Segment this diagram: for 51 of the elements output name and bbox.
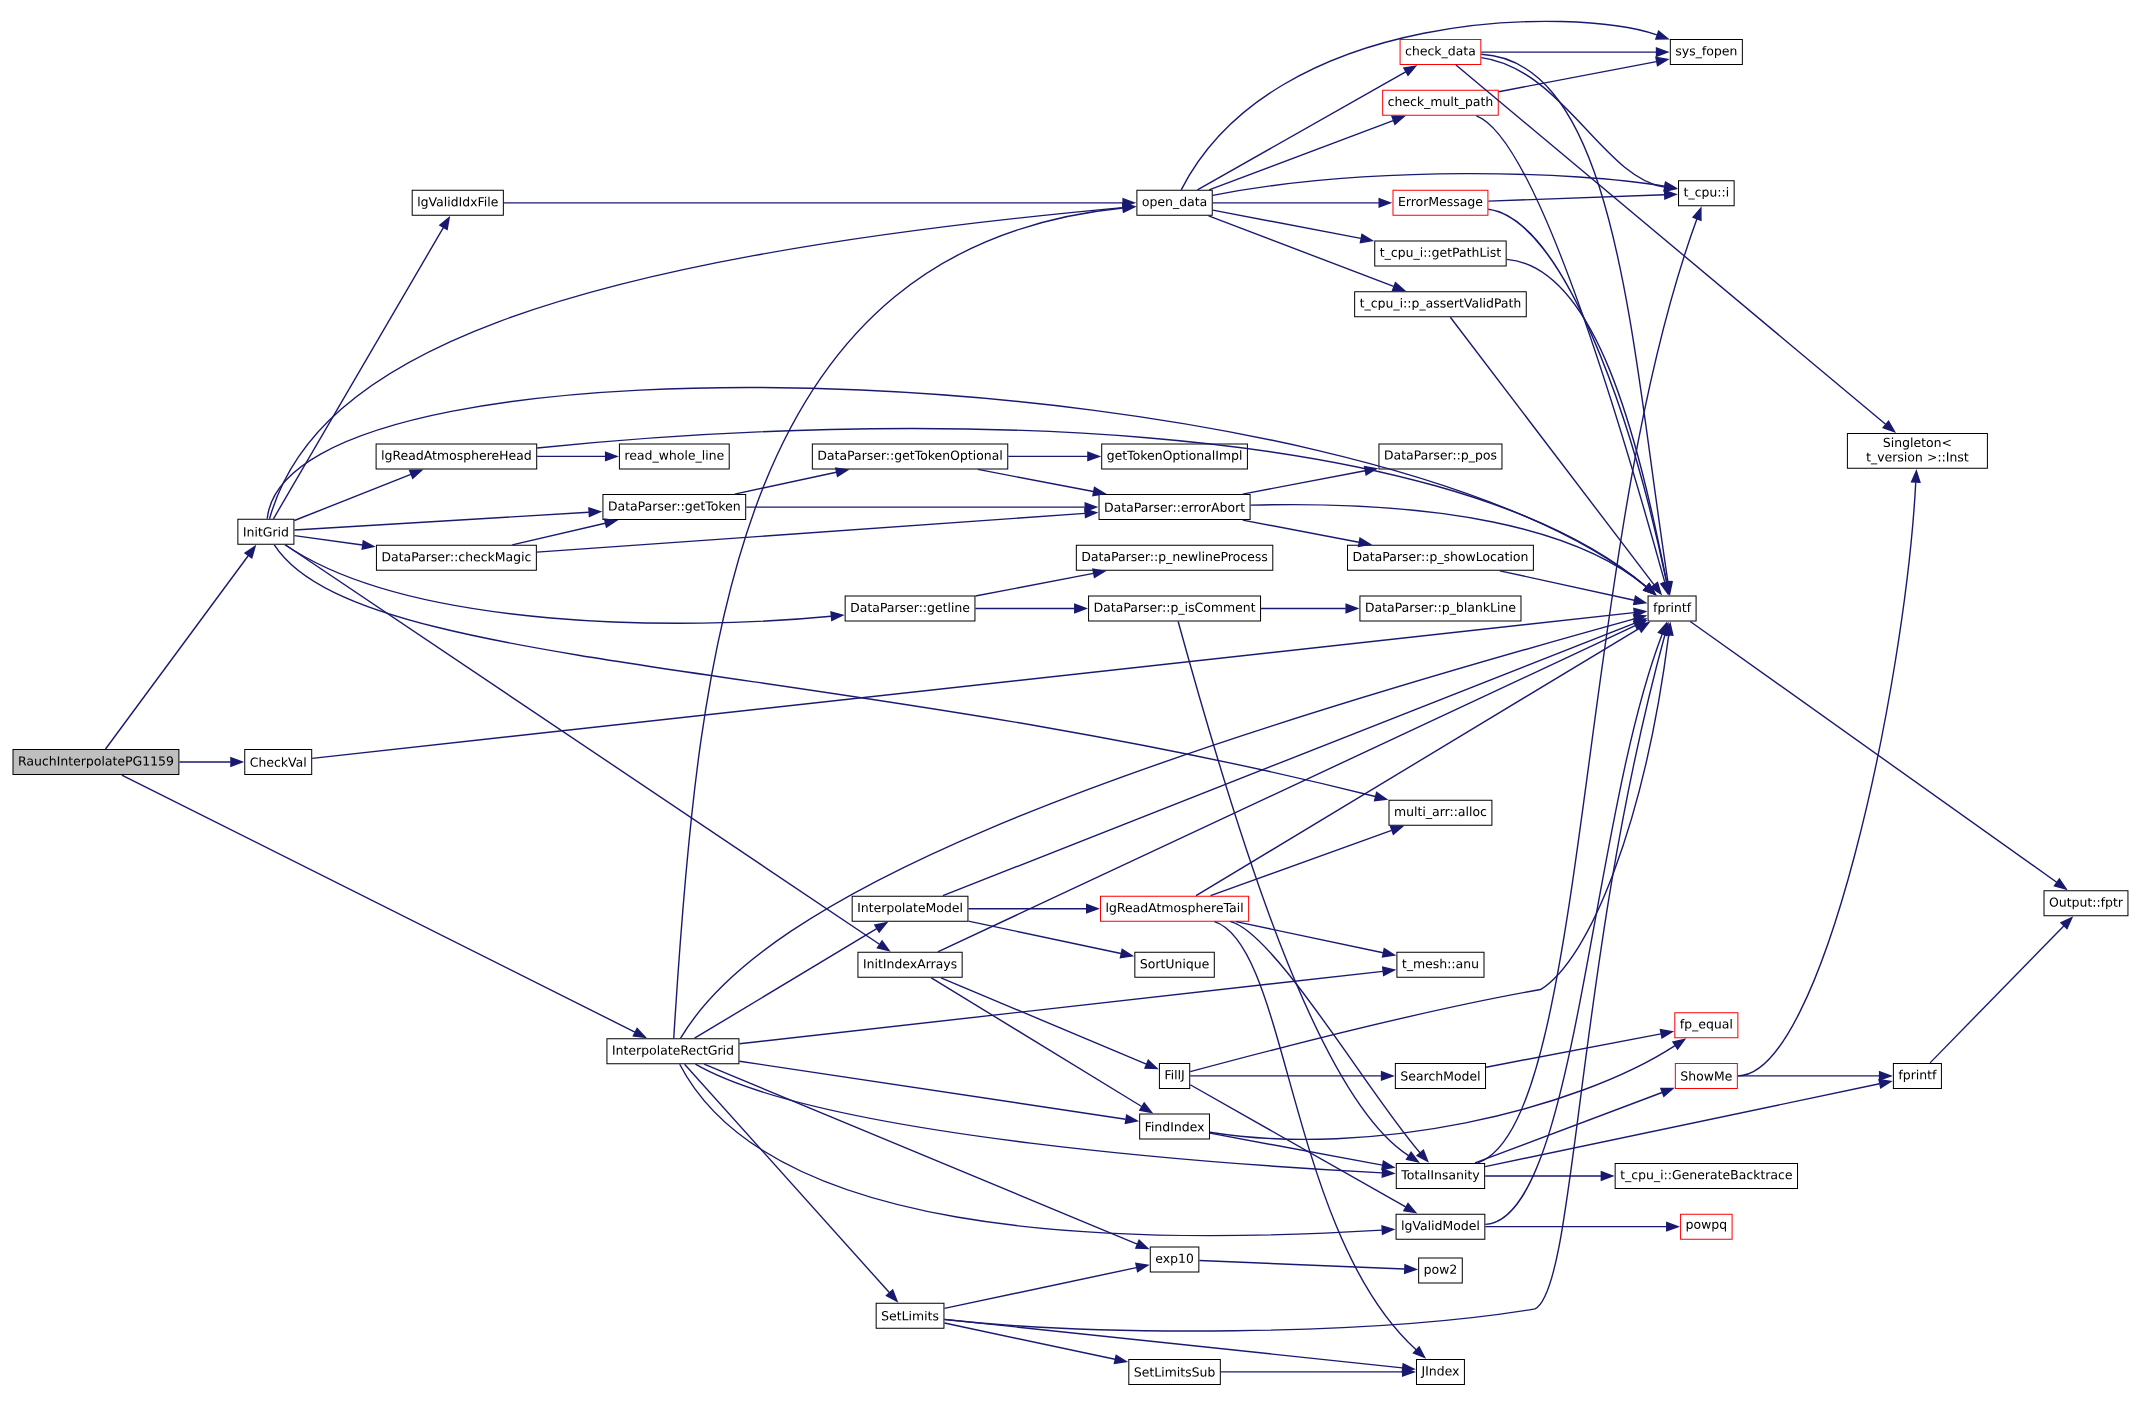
function-box: powpq — [1680, 1213, 1733, 1240]
function-box: open_data — [1136, 189, 1213, 216]
function-box: fp_equal — [1674, 1012, 1739, 1038]
function-box: SortUnique — [1134, 951, 1215, 978]
function-box: getTokenOptionalImpl — [1101, 443, 1248, 470]
function-box: check_mult_path — [1382, 89, 1499, 116]
function-box: read_whole_line — [618, 443, 730, 470]
function-box: ShowMe — [1674, 1062, 1738, 1089]
function-box: t_cpu_i::p_assertValidPath — [1354, 291, 1527, 318]
function-box: multi_arr::alloc — [1388, 799, 1493, 826]
function-box: DataParser::p_blankLine — [1359, 595, 1522, 622]
function-box: FillJ — [1158, 1062, 1191, 1089]
function-box: TotalInsanity — [1395, 1162, 1486, 1189]
function-box: InterpolateRectGrid — [606, 1038, 740, 1064]
function-box: fprintf — [1892, 1062, 1942, 1089]
function-box: t_cpu_i::getPathList — [1374, 240, 1507, 267]
function-box: Singleton< t_version >::Inst — [1846, 432, 1988, 469]
function-box: t_cpu::i — [1678, 180, 1735, 207]
function-box: pow2 — [1418, 1257, 1463, 1284]
function-box: DataParser::p_pos — [1378, 443, 1503, 470]
function-box: FindIndex — [1139, 1113, 1210, 1140]
function-box: t_cpu_i::GenerateBacktrace — [1614, 1162, 1798, 1189]
function-box: JIndex — [1415, 1358, 1465, 1385]
function-box: exp10 — [1149, 1246, 1200, 1273]
function-box: ErrorMessage — [1392, 189, 1489, 216]
function-box: check_data — [1399, 38, 1482, 65]
function-box: DataParser::getline — [844, 595, 976, 622]
function-box: DataParser::getToken — [602, 493, 747, 520]
function-box: DataParser::checkMagic — [375, 544, 537, 571]
function-box: lgReadAtmosphereTail — [1100, 895, 1250, 922]
function-box: SetLimits — [875, 1302, 945, 1329]
function-box: InterpolateModel — [851, 895, 969, 922]
function-box: DataParser::p_isComment — [1088, 595, 1262, 622]
function-box: lgReadAtmosphereHead — [375, 443, 538, 470]
function-box: DataParser::p_newlineProcess — [1075, 544, 1274, 571]
function-box: CheckVal — [244, 748, 313, 775]
function-box: fprintf — [1647, 595, 1697, 622]
function-box: SearchModel — [1394, 1062, 1487, 1089]
function-box: lgValidIdxFile — [411, 189, 504, 216]
function-box: lgValidModel — [1395, 1213, 1486, 1240]
function-box: InitGrid — [237, 518, 295, 545]
function-box: RauchInterpolatePG1159 — [12, 748, 180, 775]
function-box: sys_fopen — [1669, 38, 1743, 65]
function-box: DataParser::errorAbort — [1098, 493, 1251, 520]
function-box: SetLimitsSub — [1128, 1358, 1221, 1385]
function-box: InitIndexArrays — [857, 951, 963, 978]
function-box: Output::fptr — [2043, 890, 2129, 916]
function-box: DataParser::getTokenOptional — [811, 443, 1009, 470]
arrow — [1455, 64, 1896, 433]
function-box: t_mesh::anu — [1396, 951, 1485, 978]
function-box: DataParser::p_showLocation — [1347, 544, 1534, 571]
